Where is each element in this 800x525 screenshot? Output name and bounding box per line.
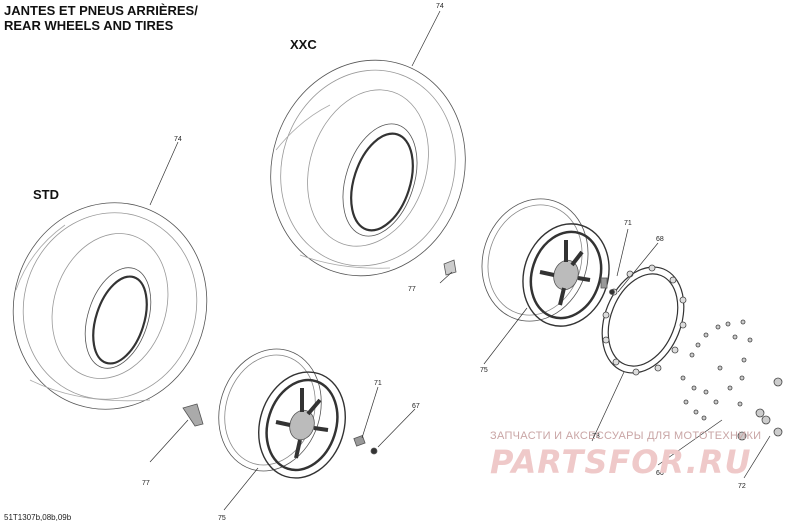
watermark-logo: PARTSFOR.RU [490,443,752,481]
callout-weight-lower: 77 [142,480,150,487]
callout-valve-upper: 71 [624,220,632,227]
callout-valve-lower: 71 [374,380,382,387]
tire-xxc [270,59,466,277]
callout-bolts: 72 [738,483,746,490]
callout-rim-lower: 75 [218,515,226,522]
variant-label-std: STD [33,187,59,202]
leader-lines [149,10,771,511]
watermark-tagline: ЗАПЧАСТИ И АКСЕССУАРЫ ДЛЯ МОТОТЕХНИКИ [490,430,762,442]
rim-lower [218,348,346,479]
title-french: JANTES ET PNEUS ARRIÈRES/ [4,3,198,18]
balance-weight-upper [443,259,457,276]
drawing-reference: 51T1307b,08b,09b [4,513,72,522]
beadlock-ring [601,264,687,376]
callout-tire-std: 74 [174,136,182,143]
callout-cap-lower: 67 [412,403,420,410]
title-english: REAR WHEELS AND TIRES [4,18,174,33]
valve-lower [353,435,378,455]
callout-ring-upper: 68 [656,236,664,243]
balance-weight-lower [182,403,204,427]
tire-std [12,202,208,410]
bolt-set [680,319,783,441]
callout-ring-upper-rim: 73 [592,433,600,440]
callout-ring-sep: 66 [656,470,664,477]
rim-upper [481,198,610,327]
callout-rim-upper: 75 [480,367,488,374]
variant-label-xxc: XXC [290,37,317,52]
callout-weight-upper: 77 [408,286,416,293]
callout-tire-xxc: 74 [436,3,444,10]
valve-upper [600,277,615,295]
